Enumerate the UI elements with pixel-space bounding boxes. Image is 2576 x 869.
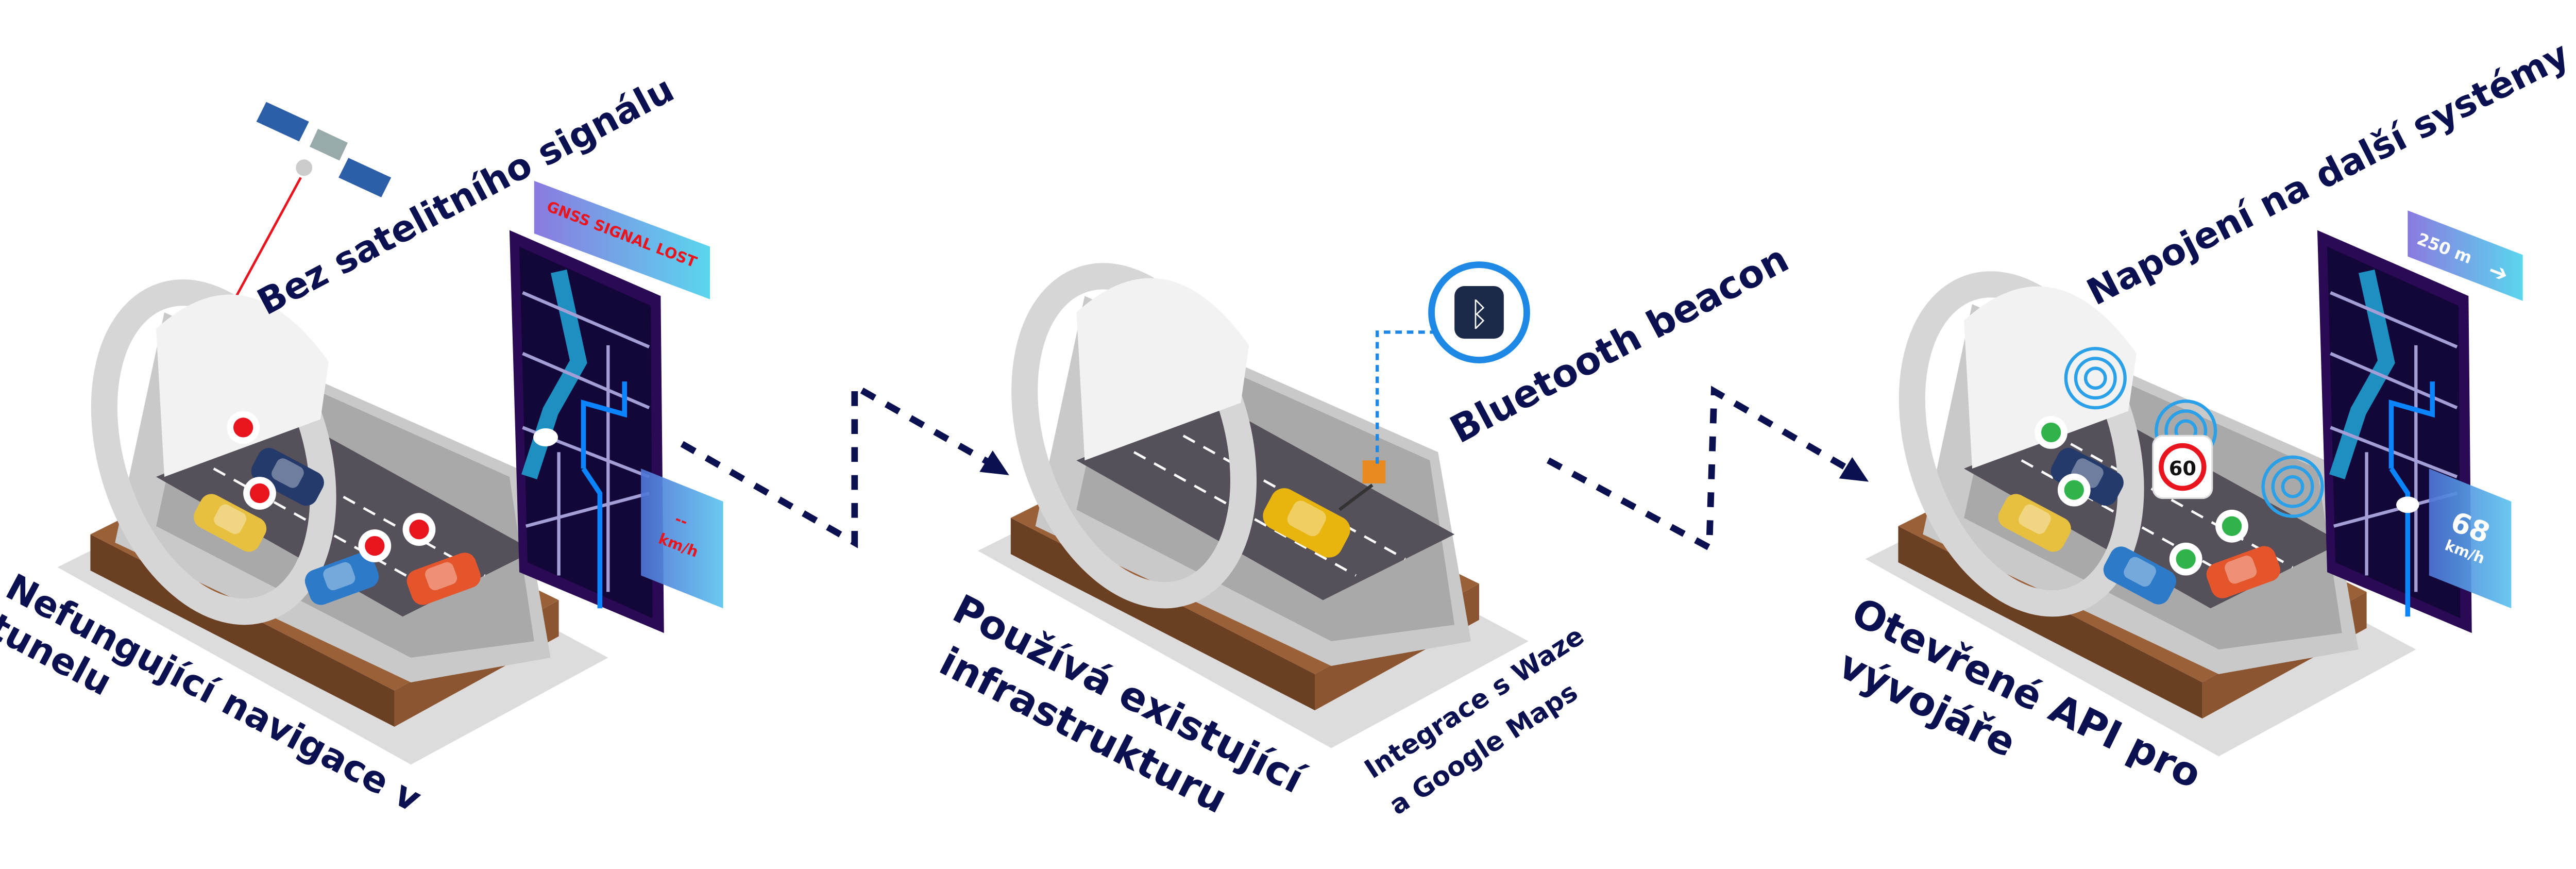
step-1: GNSS SIGNAL LOST -- km/h Bez satelitního…	[0, 68, 723, 821]
beacon-signal-icons	[2064, 347, 2324, 518]
turn-instruction-banner: 250 m ➔	[2408, 210, 2523, 301]
phone	[509, 230, 664, 633]
flow-arrow-2	[1546, 386, 1853, 553]
arrowhead-icon	[1839, 457, 1869, 482]
speed-limit-sign: 60	[2152, 434, 2213, 499]
speed-readout: 68 km/h	[2429, 469, 2512, 609]
beacon-connection	[1376, 330, 1433, 464]
ok-pin-icons	[2035, 416, 2248, 576]
speed-readout: -- km/h	[641, 469, 723, 609]
flow-arrow-1	[680, 380, 993, 548]
svg-text:ᛒ: ᛒ	[1469, 296, 1489, 334]
error-pin-icons	[227, 411, 436, 562]
step-2: ᛒ Bluetooth beacon Integrace s Waze a Go…	[933, 237, 1795, 823]
bluetooth-beacon-icon: ᛒ	[1428, 261, 1530, 363]
service-truck	[1258, 460, 1386, 563]
step-3: 60 250 m ➔ 68 km/h Napojení na další sys	[1832, 33, 2575, 798]
arrowhead-icon	[979, 450, 1009, 475]
speed-limit-value: 60	[2169, 457, 2196, 480]
